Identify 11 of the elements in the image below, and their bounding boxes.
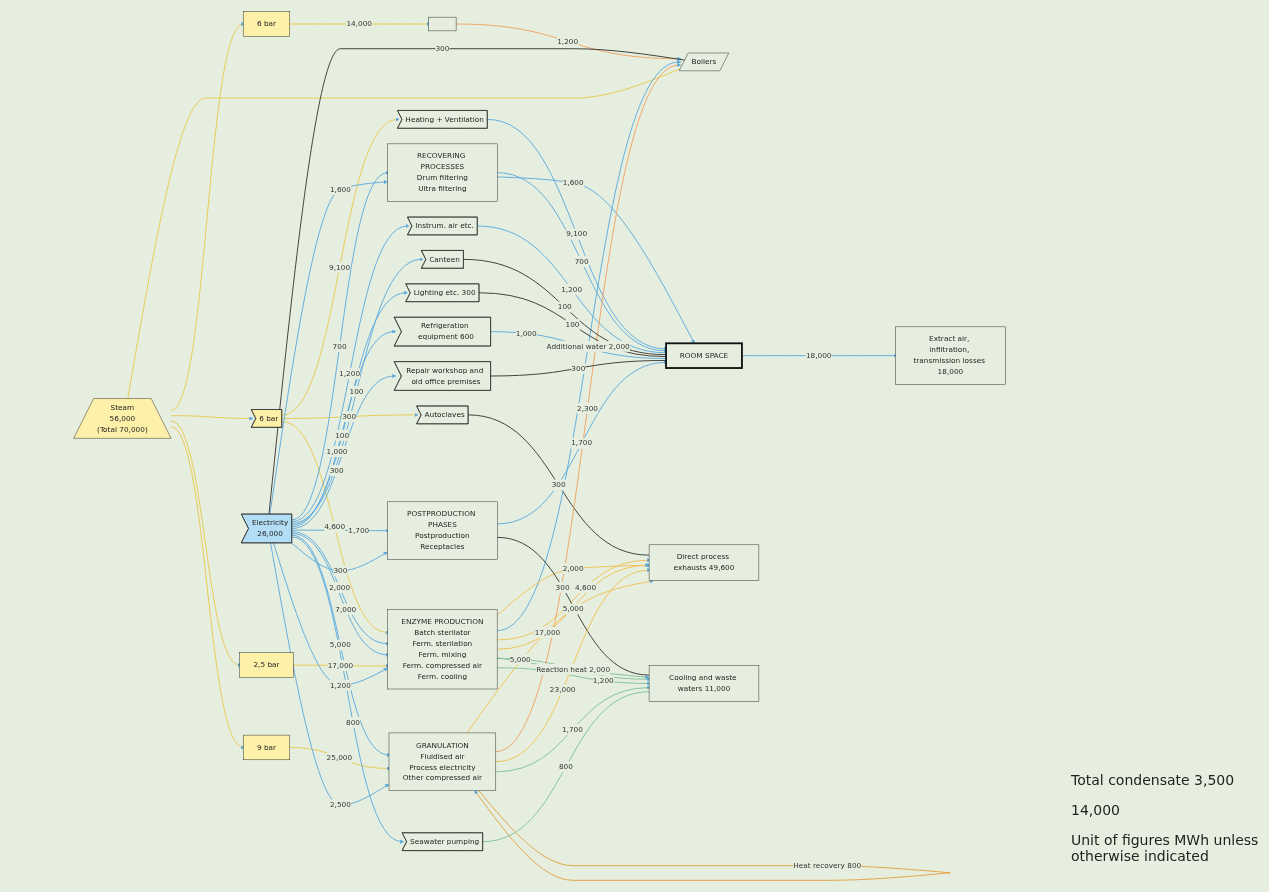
connector — [482, 691, 650, 843]
note-text: Total condensate 3,500 — [1071, 772, 1236, 788]
connector — [268, 48, 686, 515]
connector — [462, 258, 667, 356]
connector — [127, 68, 682, 400]
connector — [467, 414, 650, 556]
node-box — [428, 16, 457, 32]
note-text: 14,000 — [1071, 802, 1121, 818]
connector — [490, 360, 667, 377]
note-text: Unit of figures MWh unless otherwise indicated — [1071, 832, 1260, 864]
connector — [476, 225, 667, 354]
